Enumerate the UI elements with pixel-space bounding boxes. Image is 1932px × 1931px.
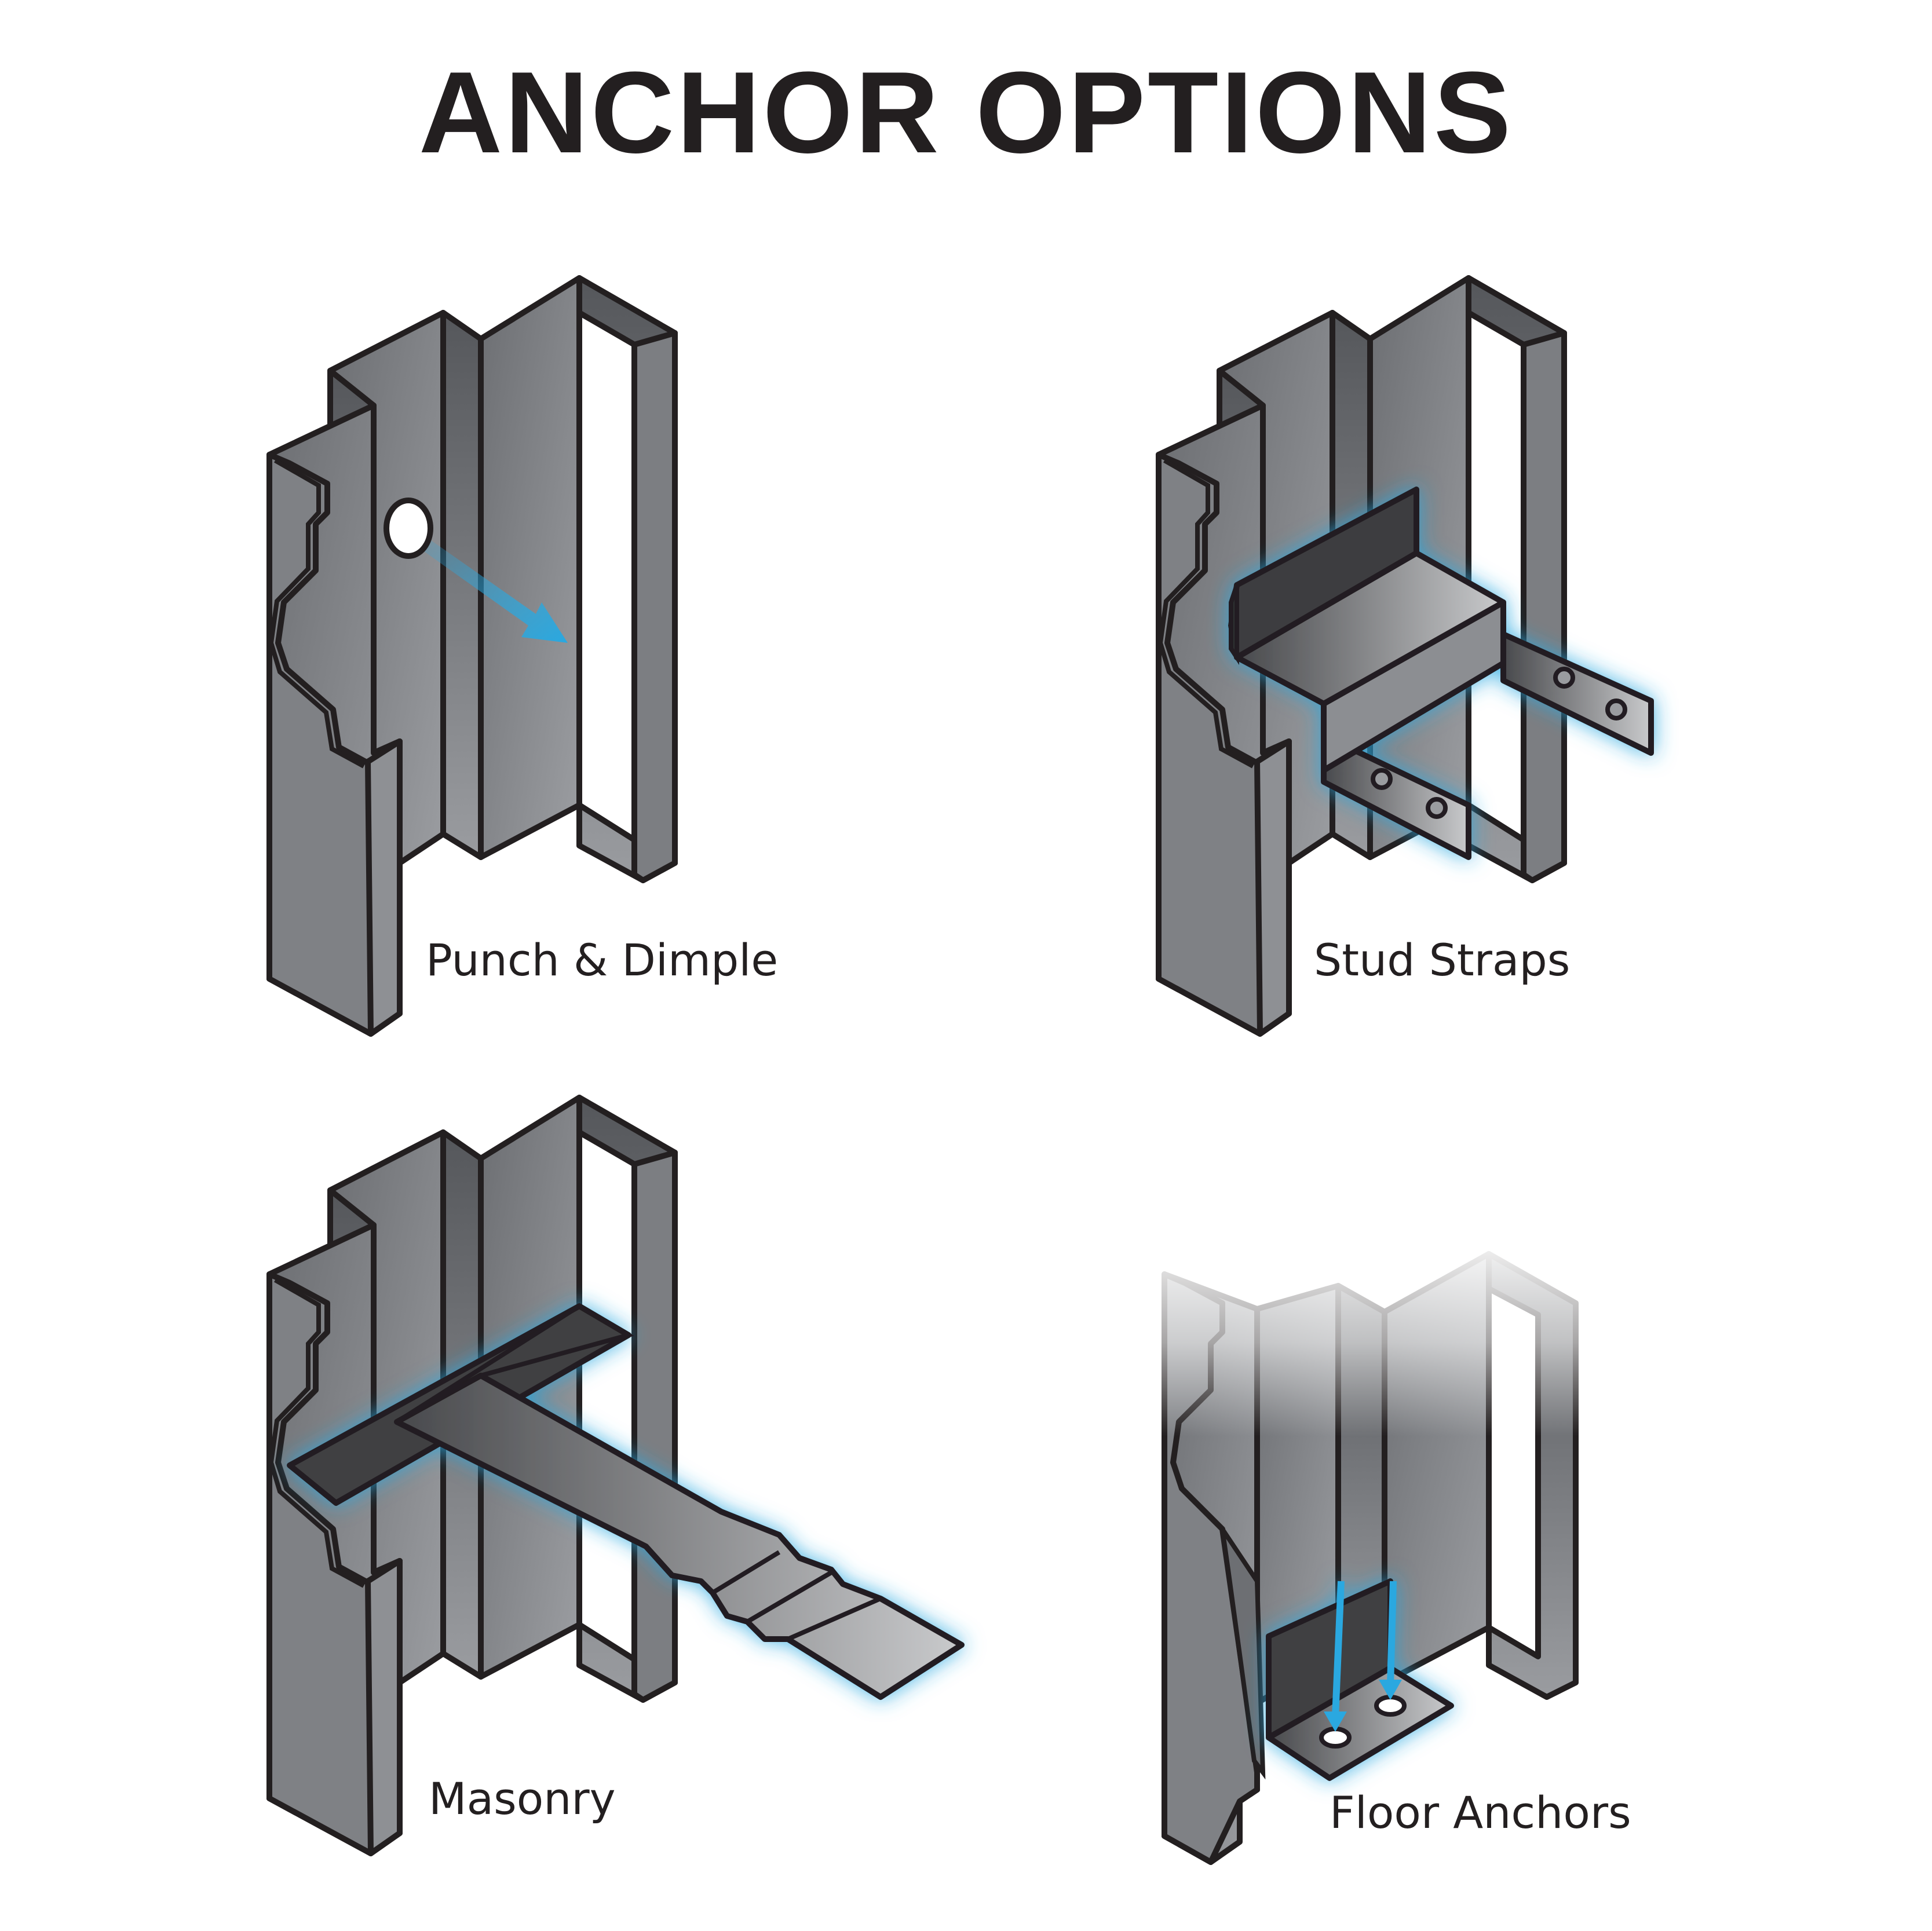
door-frame-icon [266,275,678,1037]
panel-punch-dimple [266,275,678,1037]
label-floor-anchors: Floor Anchors [1330,1787,1631,1838]
page-title: ANCHOR OPTIONS [418,48,1514,177]
panel-masonry [266,1095,965,1856]
masonry-anchor-icon [287,1303,965,1700]
panel-floor-anchors [1147,1228,1599,1865]
floor-anchor-icon [1266,1578,1454,1781]
label-punch-dimple: Punch & Dimple [426,934,779,986]
arrow-icon [384,498,568,643]
panel-stud-straps [1156,275,1654,1037]
label-masonry: Masonry [429,1773,616,1824]
strap-icon [1228,487,1654,860]
label-stud-straps: Stud Straps [1314,934,1571,986]
